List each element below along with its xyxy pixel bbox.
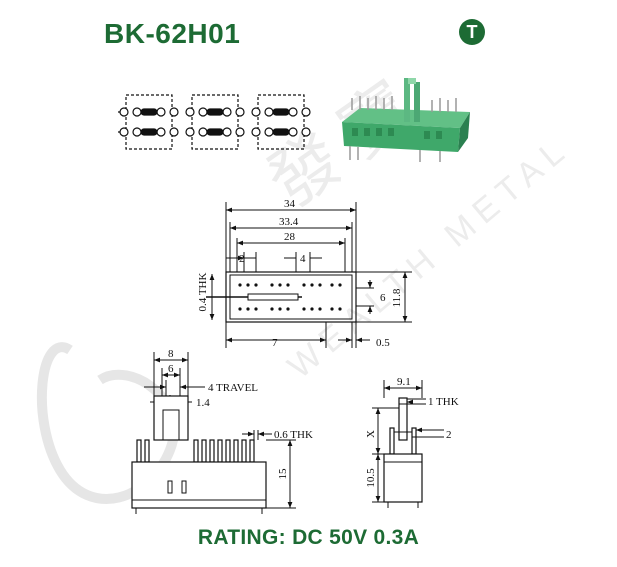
dim-2: 2 (239, 253, 245, 265)
top-view-drawing (206, 202, 412, 348)
rating-spec: RATING: DC 50V 0.3A (197, 526, 420, 549)
dim-6: 6 (380, 292, 386, 304)
dim-33-4: 33.4 (279, 216, 299, 228)
dim-1-thk: 1 THK (428, 396, 459, 408)
dim-4-travel: 4 TRAVEL (208, 382, 258, 394)
top-view-labels: 34 33.4 28 2 4 0.4 THK 6 11.8 7 0.5 (197, 198, 403, 349)
product-photo (342, 78, 470, 162)
dim-7: 7 (272, 337, 278, 349)
dim-10-5: 10.5 (365, 468, 377, 488)
dim-0-6-thk: 0.6 THK (274, 429, 313, 441)
dim-2-side: 2 (446, 429, 452, 441)
front-view-labels: 8 6 4 TRAVEL 1.4 0.6 THK 15 (168, 348, 313, 480)
dim-28: 28 (284, 231, 296, 243)
dim-x: X (365, 430, 377, 438)
schematic-pole-2 (185, 94, 245, 150)
dim-8: 8 (168, 348, 174, 360)
dim-1-4: 1.4 (196, 397, 210, 409)
dim-34: 34 (284, 198, 296, 210)
schematic-pole-1 (118, 94, 179, 150)
part-number-title: BK-62H01 (104, 18, 241, 49)
front-view-drawing (131, 352, 296, 514)
schematic-symbols (118, 94, 311, 150)
dim-6-front: 6 (168, 363, 174, 375)
dim-15: 15 (277, 468, 289, 480)
dim-11-8: 11.8 (391, 288, 403, 307)
schematic-pole-3 (251, 94, 311, 150)
t-type-badge: T (459, 19, 485, 45)
side-view-drawing (372, 380, 444, 508)
side-view-labels: 9.1 1 THK X 2 10.5 (365, 376, 459, 488)
dim-9-1: 9.1 (397, 376, 411, 388)
watermark-logo-swirl (36, 342, 179, 504)
dim-4: 4 (300, 253, 306, 265)
dim-0-4-thk: 0.4 THK (197, 272, 209, 311)
dim-0-5: 0.5 (376, 337, 390, 349)
